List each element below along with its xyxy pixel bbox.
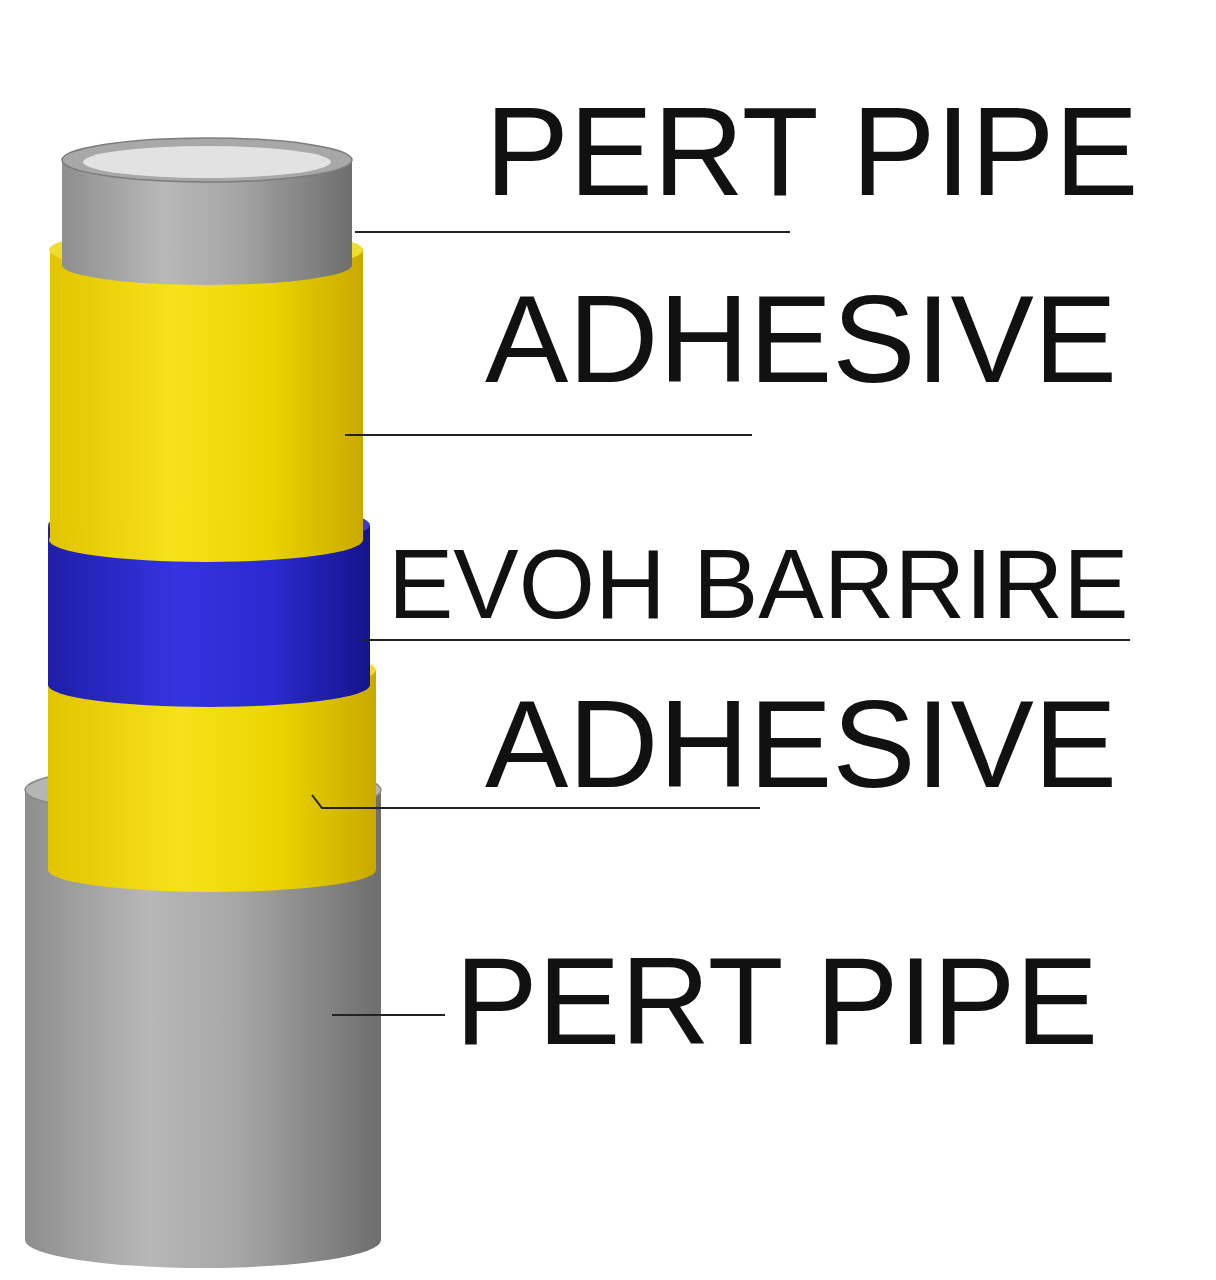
- leader-line: [355, 231, 790, 233]
- upper-adhesive-layer: [49, 228, 363, 562]
- layer-label: ADHESIVE: [485, 276, 1117, 401]
- leader-line: [362, 639, 1130, 641]
- lower-adhesive-layer: [48, 648, 376, 892]
- layer-label: PERT PIPE: [485, 89, 1139, 215]
- layer-label: ADHESIVE: [485, 681, 1117, 806]
- inner-pert-layer: [62, 138, 352, 285]
- layer-label: PERT PIPE: [455, 939, 1098, 1063]
- leader-lines: [312, 232, 1130, 1015]
- layer-label: EVOH BARRIRE: [388, 535, 1129, 633]
- leader-line: [345, 434, 752, 436]
- leader-line: [332, 1014, 445, 1016]
- evoh-barrier-layer: [48, 503, 370, 707]
